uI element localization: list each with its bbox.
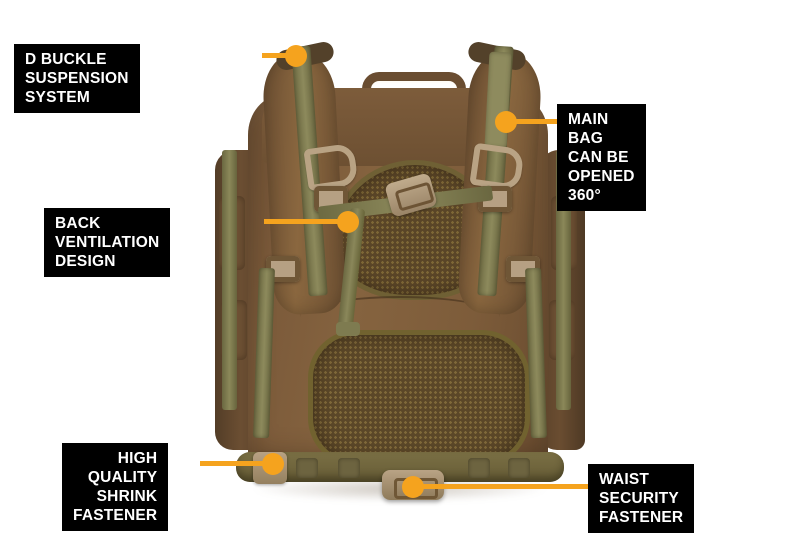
callout-leader-line: [510, 119, 560, 124]
callout-leader-line: [412, 484, 592, 489]
callout-marker-dot: [262, 453, 284, 475]
belt-loop-2: [338, 458, 360, 478]
callout-marker-dot: [495, 111, 517, 133]
callout-label: D BUCKLE SUSPENSION SYSTEM: [14, 44, 140, 113]
strap-tail-end: [336, 322, 360, 336]
belt-loop-1: [296, 458, 318, 478]
belt-loop-4: [508, 458, 530, 478]
callout-label: MAIN BAG CAN BE OPENED 360°: [557, 104, 646, 211]
callout-leader-line: [262, 53, 298, 58]
callout-label: HIGH QUALITY SHRINK FASTENER: [62, 443, 169, 531]
lumbar-seam: [300, 296, 500, 338]
lumbar-ventilation-mesh: [308, 330, 530, 466]
callout-marker-dot: [337, 211, 359, 233]
callout-marker-dot: [285, 45, 307, 67]
callout-marker-dot: [402, 476, 424, 498]
belt-loop-3: [468, 458, 490, 478]
compression-strap-left: [222, 150, 237, 410]
callout-leader-line: [264, 219, 348, 224]
compression-strap-right: [556, 150, 571, 410]
callout-leader-line: [200, 461, 278, 466]
callout-label: WAIST SECURITY FASTENER: [588, 464, 695, 533]
callout-label: BACK VENTILATION DESIGN: [44, 208, 171, 277]
